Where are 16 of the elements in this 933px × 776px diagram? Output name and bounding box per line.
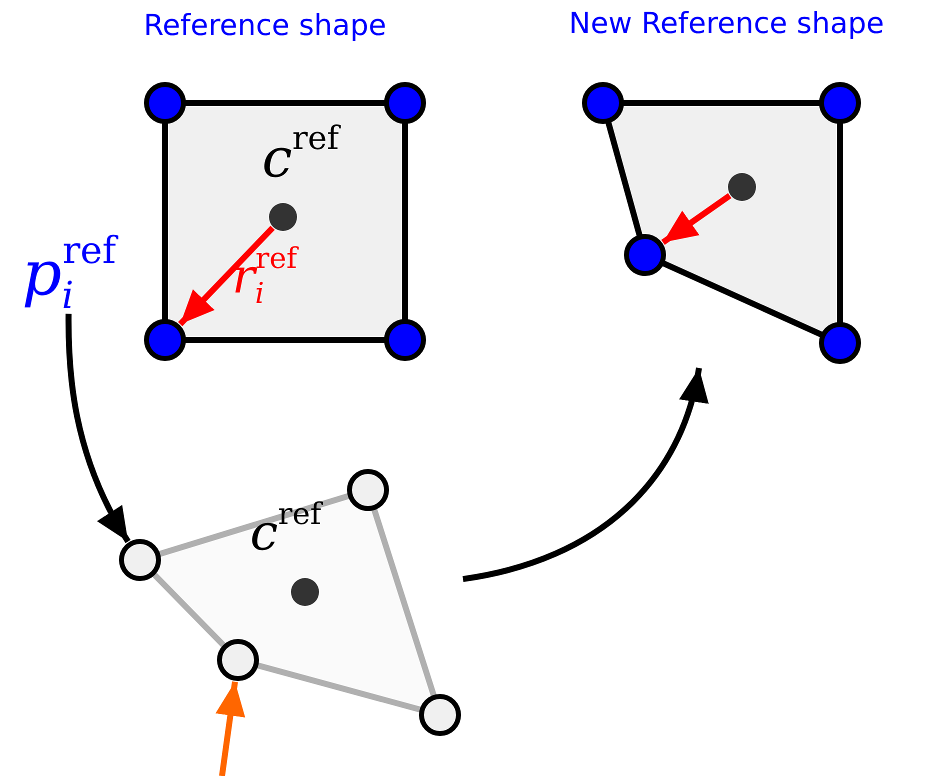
arrow (66, 314, 131, 544)
centroid-label: c$^{ref}$ (250, 500, 322, 558)
arrow (216, 681, 246, 776)
vertex-dot (217, 639, 259, 681)
arrow (462, 367, 707, 582)
arrow (178, 226, 275, 326)
panel-title: Reference shape (142, 8, 388, 42)
vertex-dot (347, 469, 389, 511)
vertex-dot (144, 319, 186, 361)
centroid-label: c$^{ref}$ (262, 122, 339, 186)
vertex-dot (119, 539, 161, 581)
panel-title: New Reference shape (568, 6, 886, 40)
vertex-dot (819, 322, 861, 364)
vertex-dot (624, 234, 666, 276)
vertex-dot (419, 694, 461, 736)
arrow (661, 193, 732, 245)
